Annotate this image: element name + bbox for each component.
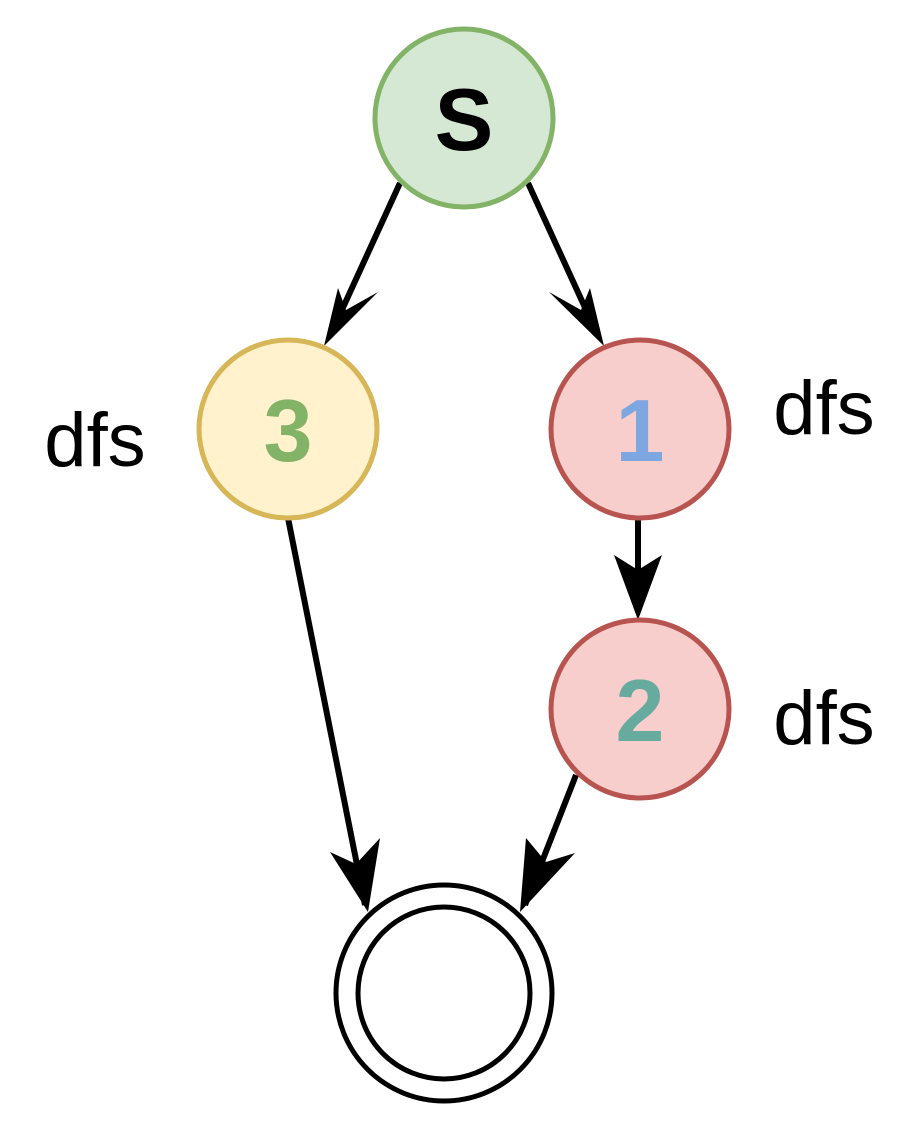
node-s-circle xyxy=(372,26,556,210)
node-s: S xyxy=(372,26,556,210)
annotation-dfs-node-3: dfs xyxy=(44,398,145,483)
arrowhead-s-to-1 xyxy=(549,288,604,346)
node-final-accept-state xyxy=(333,882,555,1104)
node-2: 2 xyxy=(548,617,732,801)
arrowhead-3-to-final xyxy=(330,838,380,912)
arrowheads xyxy=(324,288,662,912)
node-1-circle xyxy=(548,337,732,521)
arrowhead-s-to-3 xyxy=(324,288,378,346)
edges xyxy=(285,181,641,907)
node-3: 3 xyxy=(196,337,380,521)
arrowhead-2-to-final xyxy=(520,838,575,912)
arrowhead-1-to-2 xyxy=(614,555,662,620)
annotation-dfs-node-2: dfs xyxy=(773,676,874,761)
node-3-circle xyxy=(196,337,380,521)
node-1-label: 1 xyxy=(616,381,665,480)
node-final-inner-circle xyxy=(355,904,533,1082)
node-s-label: S xyxy=(435,70,494,169)
node-2-label: 2 xyxy=(616,661,665,760)
annotation-dfs-node-1: dfs xyxy=(773,366,874,451)
node-3-label: 3 xyxy=(264,381,313,480)
node-2-circle xyxy=(548,617,732,801)
node-1: 1 xyxy=(548,337,732,521)
edge-3-to-final xyxy=(285,517,368,906)
